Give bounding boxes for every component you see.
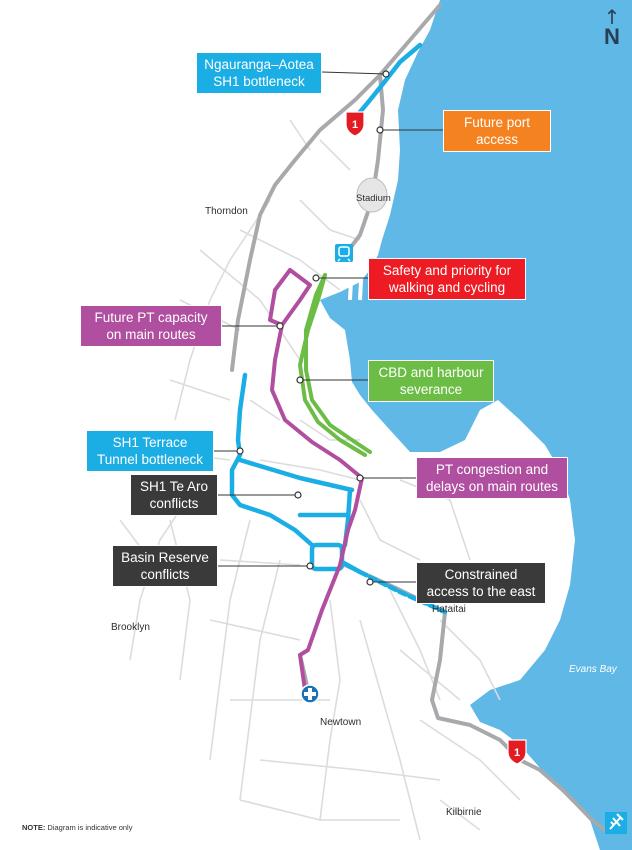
airport-icon [605, 812, 627, 834]
callout-line: Basin Reserve [121, 550, 209, 565]
callout-line: walking and cycling [388, 280, 506, 295]
callout-line: PT congestion and [435, 462, 549, 477]
callout-line: access [475, 132, 519, 147]
callout-line: Future PT capacity [94, 310, 208, 325]
north-arrow-icon: ↑ [603, 5, 621, 29]
callout-line: severance [399, 382, 463, 397]
place-label-newtown: Newtown [320, 717, 362, 728]
pt-route [268, 268, 364, 692]
sh1-shield-icon: 1 [507, 739, 527, 765]
callout-line: SH1 Terrace [112, 435, 188, 450]
callout-line: Ngauranga–Aotea [204, 57, 314, 72]
train-station-icon [335, 244, 353, 262]
callout-line: delays on main routes [425, 479, 559, 494]
callout-leader-lines [214, 71, 443, 583]
callout-line: conflicts [140, 567, 190, 582]
minor-roads [119, 119, 521, 841]
callout-cbd-harbour-severance: CBD and harbour severance [368, 360, 494, 402]
callout-future-port-access: Future port access [443, 110, 551, 152]
callout-line: on main routes [106, 327, 196, 342]
harbour-water [320, 0, 632, 850]
place-label-thorndon: Thorndon [205, 206, 248, 217]
note-text: Diagram is indicative only [45, 823, 133, 832]
place-label-stadium: Stadium [356, 193, 391, 204]
callout-line: access to the east [426, 584, 536, 599]
callout-ngauranga-aotea: Ngauranga–Aotea SH1 bottleneck [196, 52, 322, 94]
sh1-shield-number: 1 [352, 119, 358, 131]
place-label-evans-bay: Evans Bay [569, 664, 617, 675]
place-label-hataitai: Hataitai [432, 604, 466, 615]
sh1-route [229, 42, 448, 615]
callout-safety-walking-cycling: Safety and priority for walking and cycl… [368, 258, 526, 300]
place-label-brooklyn: Brooklyn [111, 622, 150, 633]
north-arrow: ↑ N [598, 5, 626, 49]
callout-terrace-tunnel: SH1 Terrace Tunnel bottleneck [86, 430, 214, 472]
callout-line: Tunnel bottleneck [96, 452, 204, 467]
callout-line: Constrained [444, 567, 518, 582]
callout-line: SH1 Te Aro [139, 479, 209, 494]
note-prefix: NOTE: [22, 823, 46, 832]
callout-pt-congestion: PT congestion and delays on main routes [416, 457, 568, 499]
diagram-note: NOTE: Diagram is indicative only [22, 823, 132, 832]
callout-future-pt-capacity: Future PT capacity on main routes [80, 305, 222, 347]
callout-points [236, 70, 390, 586]
stadium-outline [356, 177, 388, 213]
place-label-kilbirnie: Kilbirnie [446, 807, 482, 818]
hospital-icon [300, 684, 320, 704]
callout-line: Safety and priority for [382, 263, 512, 278]
callout-line: CBD and harbour [378, 365, 484, 380]
callout-line: Future port [463, 115, 531, 130]
callout-line: SH1 bottleneck [213, 74, 305, 89]
callout-line: conflicts [149, 496, 199, 511]
sh1-shield-icon: 1 [345, 111, 365, 137]
callout-basin-reserve: Basin Reserve conflicts [112, 545, 218, 587]
north-label: N [604, 24, 620, 49]
callout-constrained-east: Constrained access to the east [416, 562, 546, 604]
sh1-shield-number: 1 [514, 747, 520, 759]
callout-te-aro-conflicts: SH1 Te Aro conflicts [130, 474, 218, 516]
